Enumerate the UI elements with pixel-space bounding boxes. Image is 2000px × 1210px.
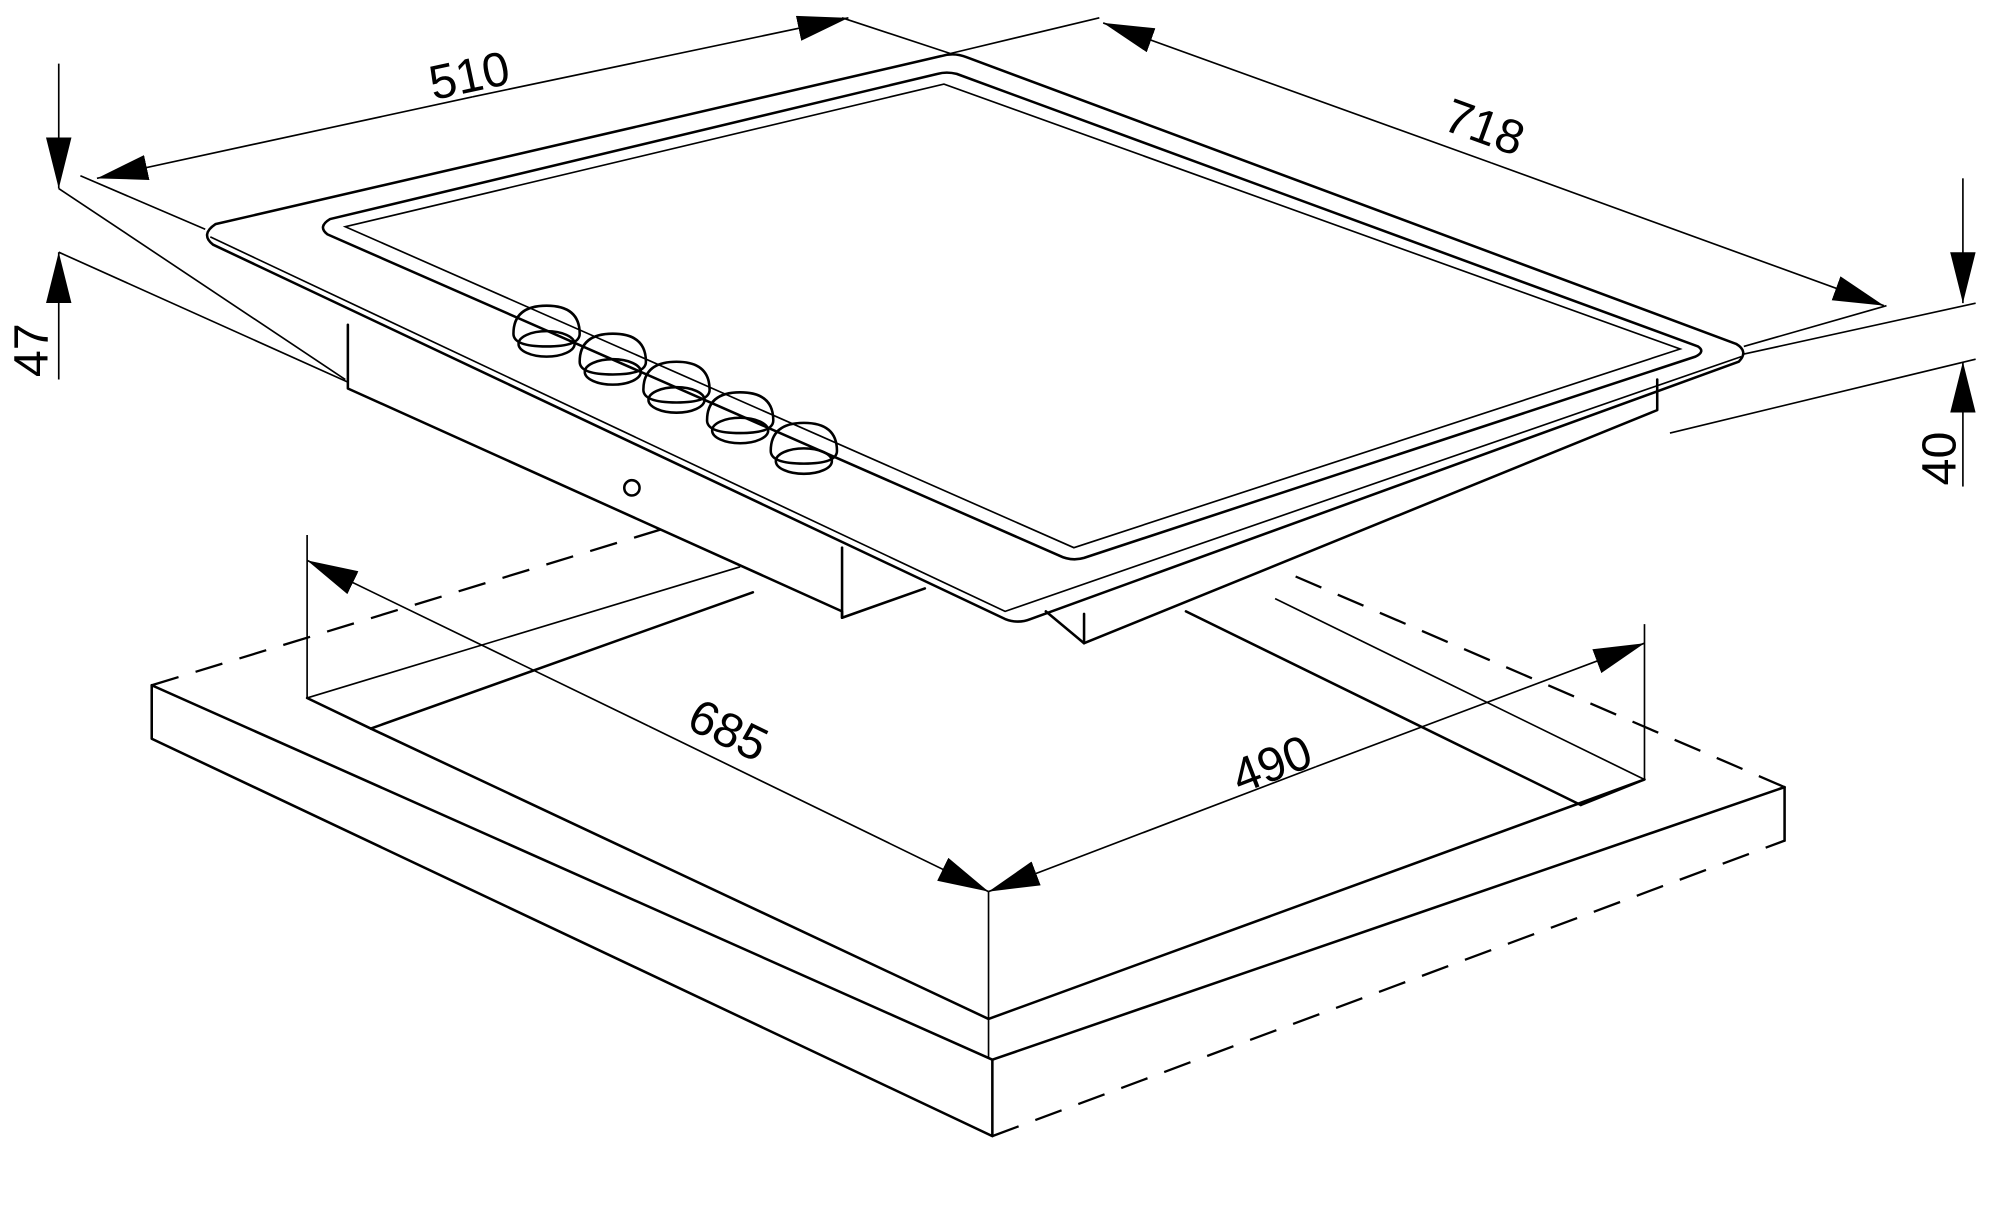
dimension-label-490: 490 [1225, 725, 1320, 804]
dimension-label-40: 40 [1912, 432, 1966, 486]
dimension-label-47: 47 [4, 323, 58, 377]
extension-lines [58, 17, 1976, 1058]
dimension-685: 685 [306, 559, 989, 893]
worktop [150, 527, 1786, 1138]
hob-top [205, 53, 1745, 623]
dimension-490: 490 [988, 642, 1645, 893]
dimension-718: 718 [1102, 22, 1885, 307]
dimension-label-718: 718 [1437, 88, 1531, 166]
knob-icon [512, 304, 581, 358]
knob-icon [769, 421, 839, 476]
knob-icon [578, 332, 648, 386]
dimension-40: 40 [1912, 178, 1976, 487]
knob-icon [705, 391, 775, 445]
dimension-47: 47 [4, 63, 72, 380]
dimension-label-510: 510 [424, 41, 514, 111]
control-knobs [512, 304, 839, 476]
hob-body [346, 323, 1659, 645]
knob-icon [642, 360, 711, 414]
ignition-hole [622, 478, 641, 497]
dimension-510: 510 [96, 15, 849, 180]
dimension-label-685: 685 [680, 689, 776, 773]
